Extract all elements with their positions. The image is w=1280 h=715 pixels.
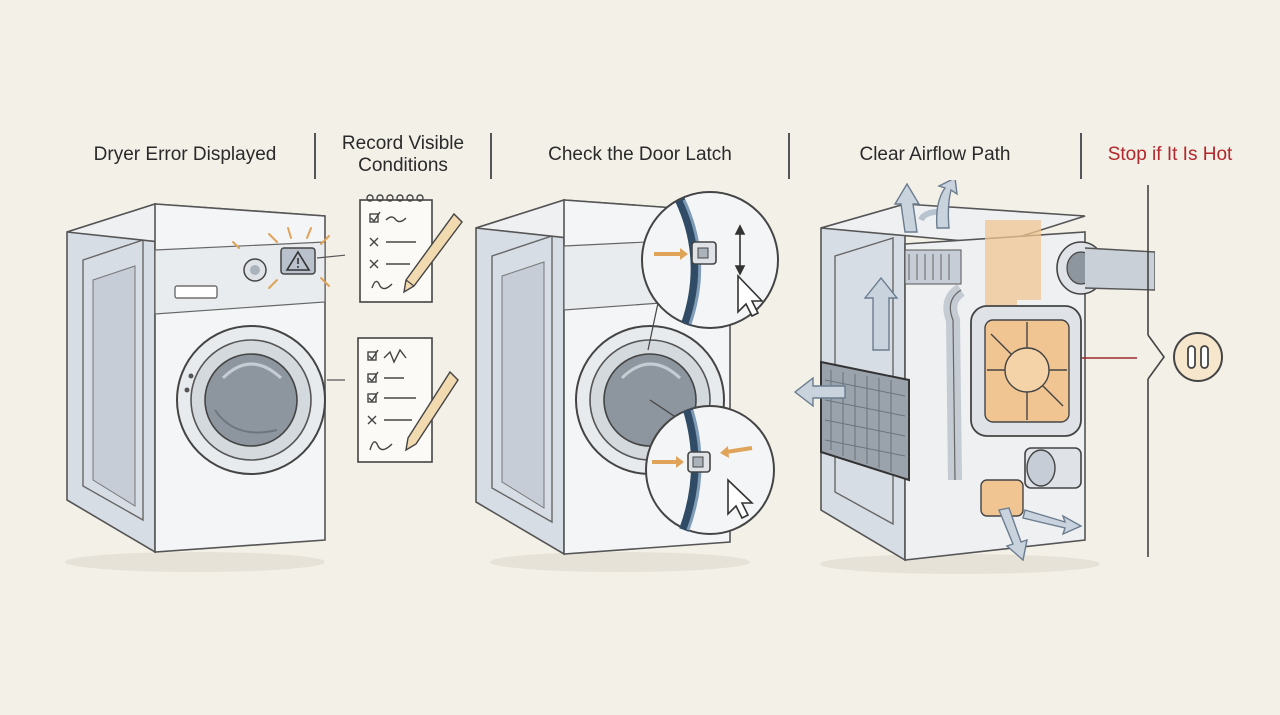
exhaust-port [1056,241,1155,295]
step-divider [490,133,492,179]
step-label-dryer-error: Dryer Error Displayed [93,144,277,165]
blower-motor [1024,447,1082,489]
dryer-error-illustration [55,190,345,580]
step-label-airflow: Clear Airflow Path [859,144,1011,165]
stop-hot-panel [1130,185,1240,565]
airflow-illustration [785,180,1155,580]
pause-icon [1173,332,1223,382]
step-label-stop-hot: Stop if It Is Hot [1107,144,1233,165]
step-divider [788,133,790,179]
step-label-record-conditions: Record Visible Conditions [341,133,465,176]
dryer-door [176,325,326,475]
record-conditions-illustration [350,188,470,478]
latch-closeup-bottom [645,405,775,535]
door-latch-illustration [470,190,790,580]
step-label-door-latch: Check the Door Latch [548,144,732,165]
notepad-icon [359,194,433,303]
error-display [232,227,330,289]
step-divider [1080,133,1082,179]
step-divider [314,133,316,179]
heater-housing [970,305,1082,437]
airflow-arrows [793,180,1083,562]
latch-closeup-top [641,191,779,329]
warning-triangle-icon [285,250,311,271]
pencil-icon [403,212,463,294]
pencil-icon [405,370,459,452]
checklist-icon [357,337,433,463]
cursor-arrow-icon [737,274,764,318]
cursor-arrow-icon [727,478,754,520]
